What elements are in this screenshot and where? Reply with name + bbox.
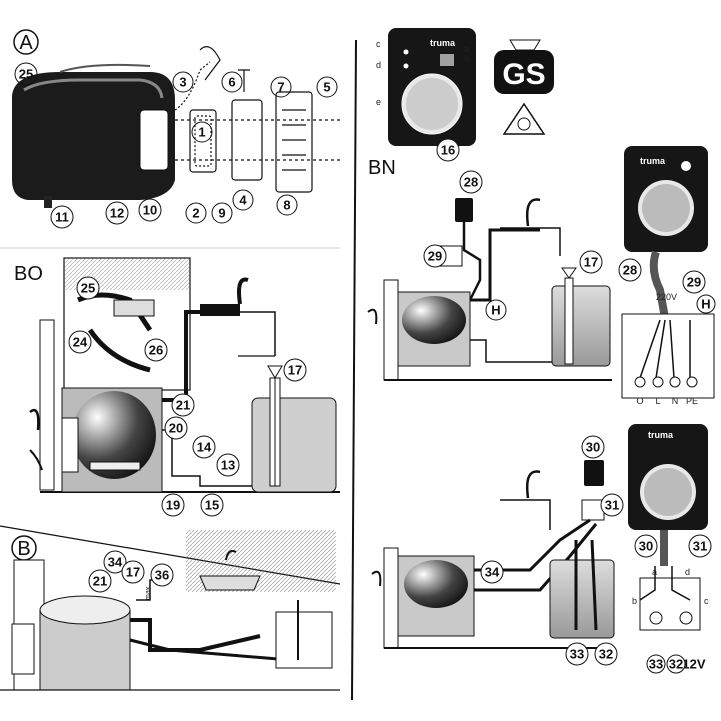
svg-text:d: d <box>685 567 690 577</box>
svg-text:max.: max. <box>145 585 152 600</box>
svg-text:truma: truma <box>640 156 666 166</box>
svg-text:29: 29 <box>428 249 442 264</box>
svg-text:b: b <box>632 596 637 606</box>
svg-text:36: 36 <box>155 568 169 583</box>
svg-text:30: 30 <box>639 539 653 554</box>
svg-text:d: d <box>376 60 381 70</box>
svg-text:3: 3 <box>179 75 186 90</box>
svg-text:O: O <box>636 396 643 406</box>
svg-text:H: H <box>491 303 500 318</box>
svg-text:19: 19 <box>166 498 180 513</box>
svg-text:17: 17 <box>584 255 598 270</box>
svg-text:28: 28 <box>623 263 637 278</box>
svg-text:28: 28 <box>464 175 478 190</box>
svg-text:c: c <box>376 39 381 49</box>
section-label-bn: BN <box>368 157 396 179</box>
svg-text:PE: PE <box>686 396 698 406</box>
section-bn-bottom: 30 31 34 33 32 <box>371 435 624 666</box>
svg-text:17: 17 <box>288 363 302 378</box>
svg-text:13: 13 <box>221 458 235 473</box>
svg-text:24: 24 <box>73 335 88 350</box>
section-label-bo: BO <box>14 263 43 285</box>
svg-text:16: 16 <box>441 143 455 158</box>
control-panel-top: truma c d e a b 16 <box>376 28 476 162</box>
section-bo: BO 25 24 26 21 17 2 <box>14 257 340 517</box>
svg-text:15: 15 <box>205 498 219 513</box>
svg-text:e: e <box>376 97 381 107</box>
callouts-b: 34 21 17 36 <box>88 550 174 593</box>
svg-text:32: 32 <box>669 657 683 672</box>
svg-text:GS: GS <box>502 58 545 91</box>
svg-text:29: 29 <box>687 275 701 290</box>
callouts-bn-top: 28 29 17 H <box>423 170 603 321</box>
svg-text:L: L <box>655 396 660 406</box>
callouts-bn-bottom: 30 31 34 33 32 <box>480 435 624 666</box>
svg-text:1: 1 <box>198 125 205 140</box>
section-bn-top: BN 28 29 17 H <box>367 157 612 381</box>
section-label-b: B <box>17 538 30 560</box>
svg-text:34: 34 <box>485 565 500 580</box>
svg-text:truma: truma <box>648 430 674 440</box>
svg-text:21: 21 <box>93 574 107 589</box>
svg-text:10: 10 <box>143 203 157 218</box>
gs-mark: GS <box>494 39 554 135</box>
svg-text:b: b <box>464 54 469 64</box>
svg-text:33: 33 <box>570 647 584 662</box>
svg-text:12V: 12V <box>682 657 705 672</box>
svg-text:17: 17 <box>126 565 140 580</box>
svg-text:7: 7 <box>277 80 284 95</box>
svg-text:a: a <box>464 44 469 54</box>
section-label-a: A <box>19 32 33 54</box>
svg-text:5: 5 <box>323 80 330 95</box>
svg-text:8: 8 <box>283 198 290 213</box>
svg-text:220V: 220V <box>656 292 677 302</box>
svg-text:20: 20 <box>169 421 183 436</box>
svg-text:12: 12 <box>110 206 124 221</box>
svg-text:33: 33 <box>649 657 663 672</box>
control-panel-220v: truma 220V O L N PE 28 29 H <box>618 146 716 406</box>
section-b: B max. 34 21 17 36 <box>0 525 341 691</box>
svg-text:truma: truma <box>430 38 456 48</box>
svg-text:a: a <box>652 567 657 577</box>
section-a: A 25 3 6 7 5 1 <box>12 29 340 229</box>
svg-text:21: 21 <box>176 398 190 413</box>
svg-text:31: 31 <box>693 539 707 554</box>
svg-text:6: 6 <box>228 75 235 90</box>
svg-text:N: N <box>672 396 679 406</box>
svg-text:32: 32 <box>599 647 613 662</box>
svg-text:25: 25 <box>19 67 33 82</box>
control-panel-12v: truma a d b c 12V 30 31 33 32 <box>628 424 712 674</box>
boiler-body-a <box>12 72 175 200</box>
svg-text:34: 34 <box>108 555 123 570</box>
callouts-a: 25 3 6 7 5 1 11 12 10 2 9 4 8 <box>14 62 338 229</box>
svg-text:2: 2 <box>192 206 199 221</box>
callouts-bo: 25 24 26 21 17 20 14 13 19 15 <box>68 276 307 517</box>
svg-text:11: 11 <box>55 210 69 225</box>
svg-text:9: 9 <box>218 206 225 221</box>
svg-text:c: c <box>704 596 709 606</box>
svg-text:4: 4 <box>239 193 247 208</box>
svg-text:14: 14 <box>197 440 212 455</box>
center-divider <box>351 39 357 701</box>
svg-text:25: 25 <box>81 281 95 296</box>
svg-text:30: 30 <box>586 440 600 455</box>
svg-text:26: 26 <box>149 343 163 358</box>
svg-text:H: H <box>701 297 710 312</box>
svg-text:31: 31 <box>605 498 619 513</box>
